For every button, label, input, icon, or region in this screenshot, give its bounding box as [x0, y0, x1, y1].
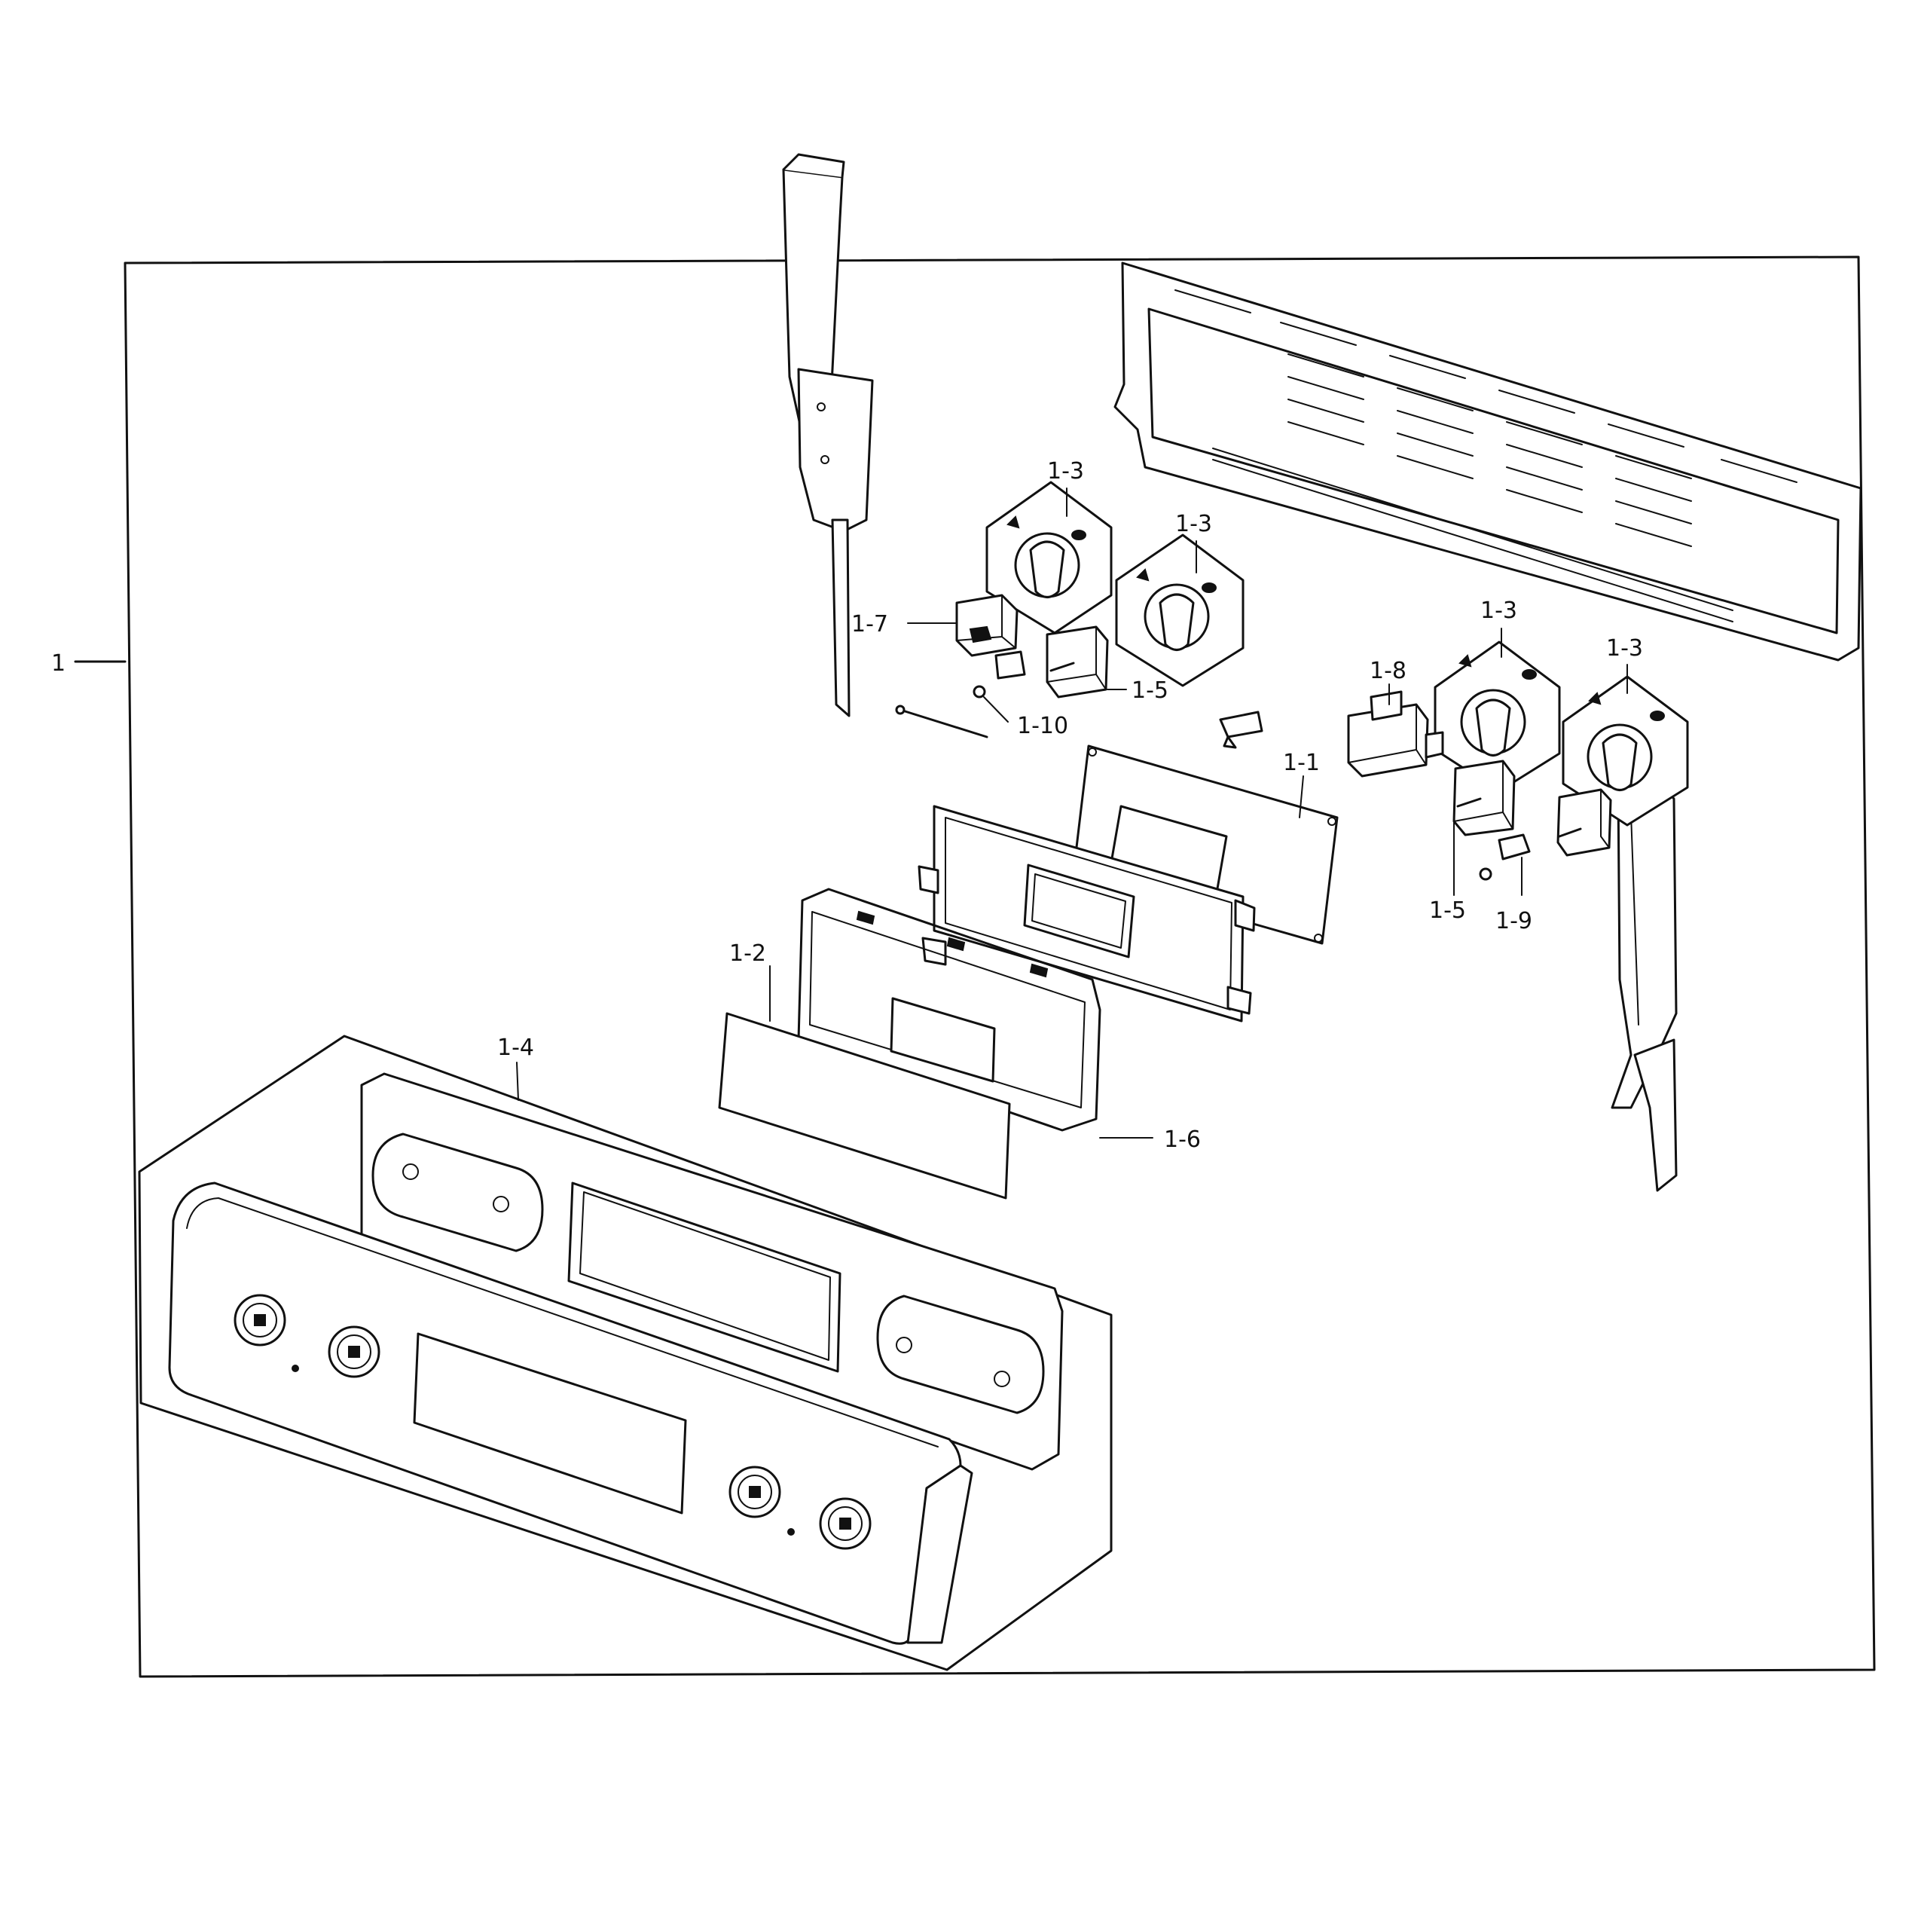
relay [1347, 690, 1444, 778]
small-switch [955, 594, 1026, 699]
switch-right [1452, 760, 1516, 836]
knob-d [1562, 675, 1689, 827]
label-screw: 1-10 [1017, 713, 1068, 739]
control-panel-housing [360, 1072, 1064, 1471]
control-board-bracket [918, 805, 1256, 1023]
front-control-panel [168, 1182, 973, 1645]
panel-knob-4 [819, 1497, 872, 1550]
label-panel: 1-4 [497, 1035, 534, 1061]
panel-knob-2 [328, 1325, 380, 1378]
label-overlay: 1-2 [729, 940, 766, 967]
assembly-boundary [74, 255, 1876, 1678]
knob-c [1434, 640, 1561, 793]
label-knob-d: 1-3 [1606, 635, 1643, 662]
rear-cover [1113, 261, 1862, 662]
right-side-bracket [1611, 775, 1678, 1192]
label-relay: 1-8 [1370, 658, 1406, 684]
label-frame: 1-6 [1164, 1126, 1201, 1153]
knob-b [1115, 533, 1245, 687]
left-side-bracket [782, 153, 874, 717]
label-small-switch: 1-7 [851, 611, 888, 637]
label-switch-right: 1-5 [1429, 897, 1466, 924]
callout-labels: 1 1-3 1-3 1-3 1-3 1-7 1-5 1-10 1-8 1-1 1… [51, 458, 1643, 1153]
panel-knob-3 [728, 1466, 781, 1518]
switch-left [1046, 625, 1109, 699]
label-clip: 1-9 [1495, 908, 1532, 934]
label-knob-a: 1-3 [1047, 458, 1084, 485]
label-assembly: 1 [51, 650, 66, 677]
label-pcb: 1-1 [1283, 750, 1320, 776]
pcb-board [1072, 744, 1339, 945]
leader-lines [516, 488, 1628, 1139]
mounting-clip [1219, 711, 1263, 749]
control-panel-outline [138, 1035, 1113, 1671]
label-knob-b: 1-3 [1175, 511, 1212, 537]
rear-cover-slots [1174, 289, 1797, 622]
switch-right-small [1556, 788, 1612, 857]
overlay-panel [718, 1012, 1011, 1200]
clip [1479, 833, 1531, 881]
panel-knob-1 [234, 1294, 286, 1347]
label-knob-c: 1-3 [1480, 598, 1517, 624]
label-switch-left: 1-5 [1132, 677, 1168, 704]
rod [895, 705, 988, 738]
